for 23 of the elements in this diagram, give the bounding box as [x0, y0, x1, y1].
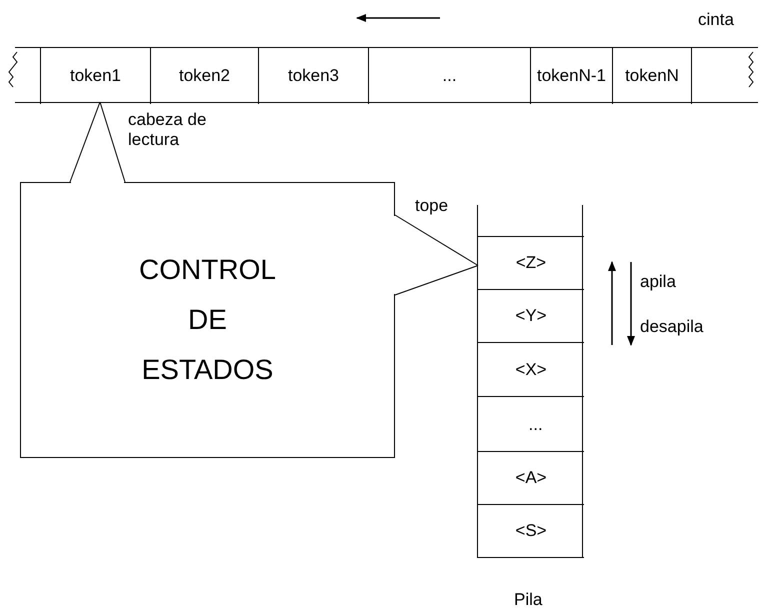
tape-band: [15, 47, 758, 103]
text-label: tope: [415, 196, 448, 216]
control-box: CONTROL DE ESTADOS: [20, 182, 395, 458]
pointer-wedge: [70, 102, 126, 182]
stack-cell: ...: [478, 397, 584, 452]
stack-cell: <X>: [478, 343, 584, 397]
tape-cell: tokenN: [612, 48, 692, 104]
text-label: Pila: [514, 590, 542, 609]
text-label: apila: [640, 272, 676, 292]
stack-cell: <A>: [478, 452, 584, 505]
tape-cell: token1: [40, 48, 150, 104]
tape-cell: ...: [368, 48, 530, 104]
tape-cell: token2: [150, 48, 258, 104]
stack-frame: [477, 205, 583, 558]
text-label: desapila: [640, 317, 704, 337]
tape-cell: token3: [258, 48, 368, 104]
stack-cell: <Z>: [478, 237, 584, 290]
text-label: cabeza de lectura: [128, 110, 208, 150]
stack-cell: <Y>: [478, 290, 584, 343]
tape-cell: tokenN-1: [530, 48, 612, 104]
stack-cell: <S>: [478, 505, 584, 558]
pointer-wedge: [394, 214, 478, 296]
text-label: cinta: [698, 10, 734, 30]
